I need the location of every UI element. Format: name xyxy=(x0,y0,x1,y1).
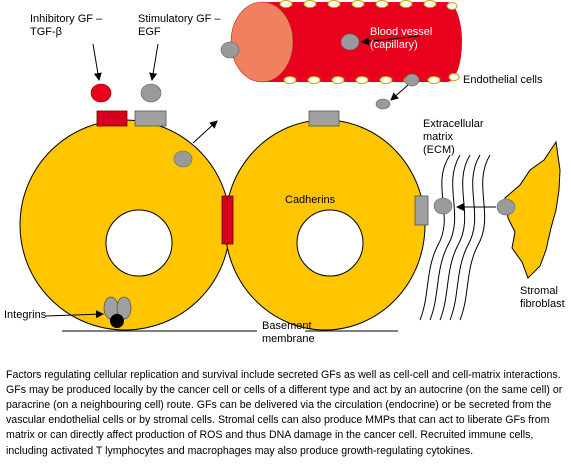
gf-molecule-blood xyxy=(220,41,240,59)
ecm-fibres xyxy=(419,154,491,321)
stimulatory-gf-molecule xyxy=(140,83,162,103)
blood-vessel-label: Blood vessel (capillary) xyxy=(370,26,433,51)
integrins-label: Integrins xyxy=(4,309,47,321)
inhibitory-gf-arrow xyxy=(92,43,102,81)
stromal-fibroblast-label: Stromal fibroblast xyxy=(520,285,565,310)
cancer-cell-right xyxy=(224,119,426,331)
inhibitory-gf-molecule xyxy=(90,83,112,103)
cancer-cell-left xyxy=(19,119,231,331)
inhibitory-gf-receptor xyxy=(96,110,128,127)
blood-vessel xyxy=(230,0,462,84)
stromal-fibroblast xyxy=(504,140,561,279)
inhibitory-gf-label: Inhibitory GF – TGF-β xyxy=(30,13,103,38)
gf-molecule-vessel-interior xyxy=(340,33,360,51)
gf-molecule-endothelial-2 xyxy=(375,98,391,110)
gf-molecule-autocrine xyxy=(173,150,193,168)
fibroblast-gf xyxy=(496,198,516,216)
receptor-right-cell xyxy=(308,110,340,127)
cadherins-label: Cadherins xyxy=(285,194,336,206)
gf-molecule-endothelial-1 xyxy=(404,73,420,87)
cell-nucleus-right xyxy=(296,209,364,277)
endothelial-cell-nuclei-top xyxy=(279,0,458,10)
integrins-arrow xyxy=(45,310,104,319)
integrin-complex xyxy=(103,296,132,328)
gf-molecule-ecm xyxy=(433,197,453,215)
cancer-cell-growth-factor-diagram xyxy=(19,0,561,332)
stimulatory-gf-label: Stimulatory GF – EGF xyxy=(138,13,221,38)
basement-membrane-label: Basement membrane xyxy=(262,320,315,345)
stimulatory-gf-arrow xyxy=(149,43,159,81)
endothelial-gf-arrow xyxy=(390,84,409,101)
stimulatory-gf-receptor xyxy=(134,110,167,127)
cell-nucleus-left xyxy=(105,209,173,277)
vessel-open-end xyxy=(230,1,294,83)
ecm-receptor xyxy=(414,195,429,226)
ecm-label: Extracellular matrix (ECM) xyxy=(423,118,484,156)
figure-caption: Factors regulating cellular replication … xyxy=(6,368,563,457)
vessel-gf-arrow xyxy=(361,35,421,46)
autocrine-arrow xyxy=(192,120,218,144)
endothelial-cells-label: Endothelial cells xyxy=(463,74,543,86)
